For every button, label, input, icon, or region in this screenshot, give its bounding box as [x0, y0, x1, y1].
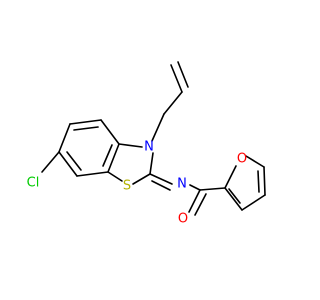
allyl-group	[151, 61, 189, 142]
bond-c2f-o-furan	[224, 165, 237, 189]
bond-n3-c2	[149, 152, 154, 175]
bond-n3-ch2	[151, 113, 165, 142]
atom-label-n-imine: N	[177, 177, 187, 192]
benzene-ring	[58, 119, 120, 177]
atom-label-n3: N	[144, 140, 154, 155]
bond-c6-c7-inner	[66, 151, 82, 171]
bond-ch-ch2-a	[170, 64, 183, 93]
atom-label-s1: S	[123, 179, 131, 194]
atom-label-cl: Cl	[27, 176, 40, 191]
bond-n-imine-c-carbonyl	[189, 184, 201, 191]
bond-c7-c7a	[76, 171, 109, 177]
bond-c4f-c3f	[241, 194, 266, 211]
bond-c7a-c3a-inner	[102, 144, 113, 167]
bond-c3f-c2f	[224, 187, 243, 211]
bond-c3a-n3	[118, 143, 143, 148]
bond-ch-ch2-b	[177, 61, 189, 88]
molecule-structure-diagram: N N S Cl O O	[27, 61, 266, 227]
atom-label-o-carbonyl: O	[178, 212, 188, 227]
bond-c6-c7	[58, 151, 78, 177]
furan-ring	[224, 155, 266, 211]
bond-c-carbonyl-o-b	[194, 193, 207, 216]
bond-c6-cl	[41, 151, 60, 173]
thiazole-ring	[107, 143, 154, 185]
bond-c2-n-imine-b	[151, 180, 171, 191]
bond-c5-c6	[58, 123, 71, 153]
bond-c5f-c4f	[263, 166, 266, 196]
bond-ch2-ch	[163, 91, 183, 115]
bond-c3a-c4	[100, 119, 120, 145]
bond-c2-s1	[132, 173, 151, 185]
bond-c-carbonyl-o-a	[188, 189, 201, 213]
bond-c4f-c5f-inner	[257, 170, 260, 193]
bond-c-carbonyl-c-furan	[199, 187, 226, 191]
bond-c4-c5-inner	[73, 126, 99, 131]
bond-c7a-c3a	[107, 143, 120, 173]
bond-c3f-c2f-inner	[228, 188, 241, 204]
amide-linker	[149, 173, 226, 216]
bond-s1-c7a	[107, 171, 123, 182]
atom-label-o-furan: O	[237, 152, 247, 167]
bond-c4-c5	[69, 119, 102, 125]
bond-o-furan-c5f	[245, 155, 265, 168]
bond-c2-n-imine-a	[149, 173, 173, 185]
